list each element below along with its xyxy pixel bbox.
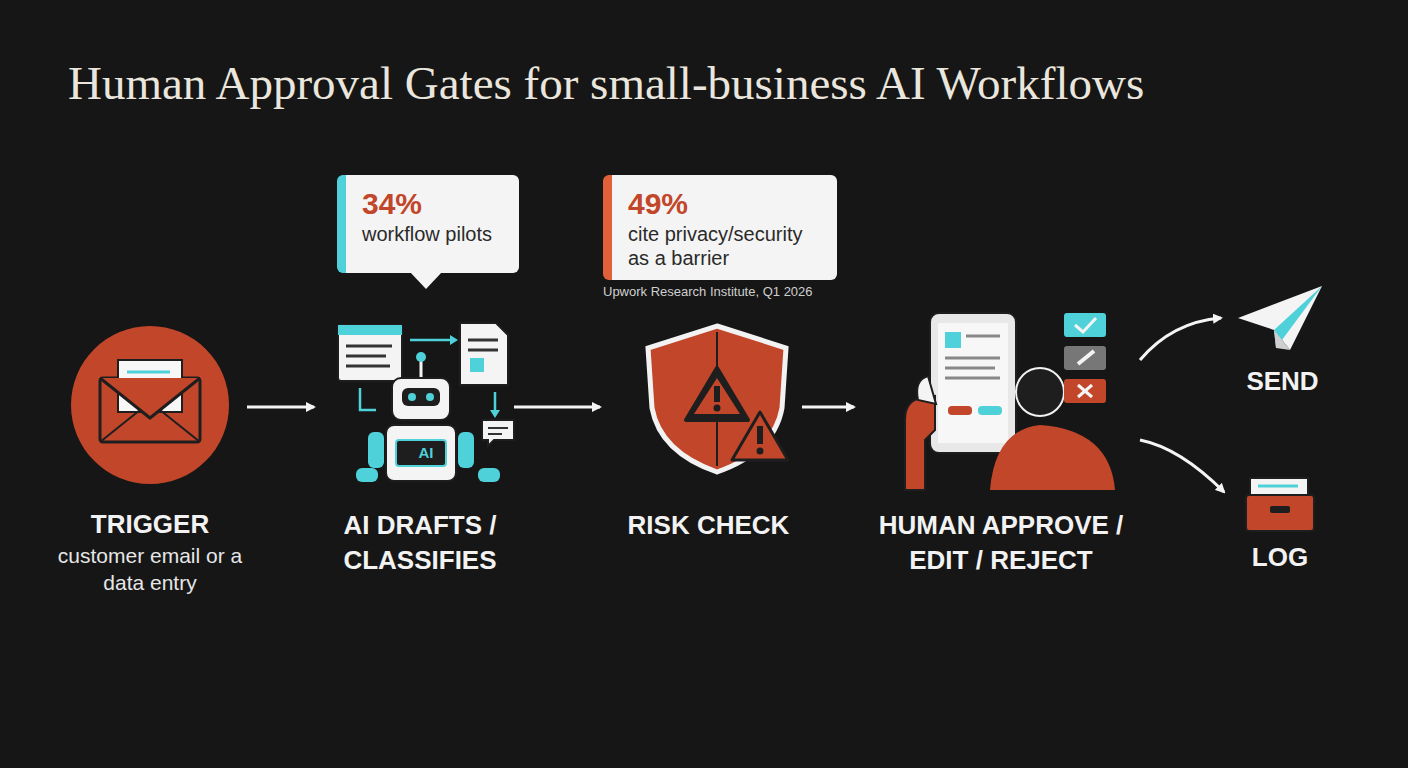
callout-tail — [410, 272, 442, 289]
risk-check-step: RISK CHECK — [612, 318, 805, 543]
stat-number: 34% — [362, 187, 509, 222]
reviewer-icon — [905, 313, 1115, 490]
shield-icon — [648, 326, 788, 472]
chip-label: AI — [411, 444, 441, 462]
flow-arrow — [1140, 318, 1221, 360]
stat-callout: 34%workflow pilots — [337, 175, 519, 273]
stat-number: 49% — [628, 187, 827, 222]
stat-text: cite privacy/security as a barrier — [628, 222, 827, 270]
step-label: RISK CHECK — [612, 508, 805, 543]
source-note: Upwork Research Institute, Q1 2026 — [603, 284, 863, 299]
paper-plane-icon — [1238, 286, 1322, 350]
step-label: SEND — [1225, 364, 1340, 399]
step-description: customer email or a data entry — [50, 542, 250, 597]
flow-arrow — [1140, 440, 1224, 492]
step-label: LOG — [1228, 540, 1332, 575]
human-review-step: HUMAN APPROVE / EDIT / REJECT — [860, 305, 1142, 578]
step-label: HUMAN APPROVE / EDIT / REJECT — [860, 508, 1142, 578]
archive-box-icon — [1246, 478, 1314, 531]
flow-arrow — [247, 406, 314, 409]
step-label: AI DRAFTS / CLASSIFIES — [320, 508, 520, 578]
step-label: TRIGGER — [50, 507, 250, 542]
stat-callout: 49%cite privacy/security as a barrier — [603, 175, 837, 280]
diagram-title: Human Approval Gates for small-business … — [68, 56, 1144, 110]
robot-icon — [338, 323, 514, 482]
log-output: LOG — [1228, 470, 1332, 575]
flow-arrow — [802, 406, 854, 409]
stat-text: workflow pilots — [362, 222, 509, 246]
trigger-step: TRIGGERcustomer email or a data entry — [50, 325, 250, 597]
send-output: SEND — [1225, 282, 1340, 399]
flow-arrow — [514, 406, 600, 409]
envelope-icon — [71, 326, 229, 484]
